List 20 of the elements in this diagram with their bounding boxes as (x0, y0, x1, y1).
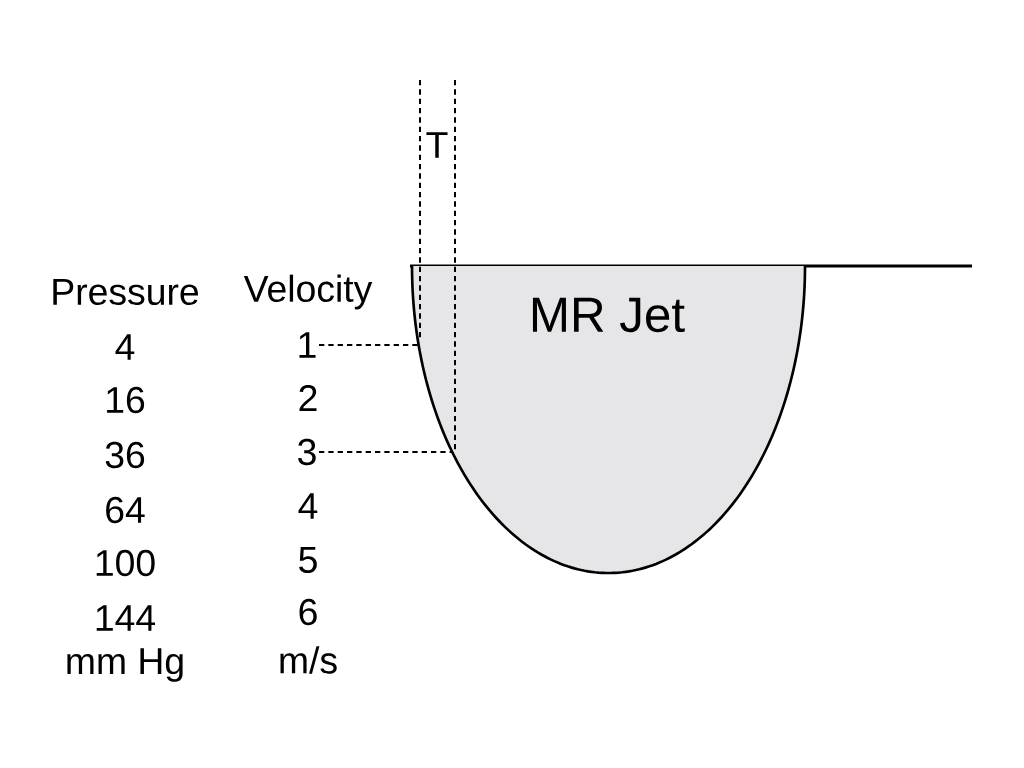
column-header: Velocity (242, 273, 374, 311)
value-label: 36 (102, 440, 148, 470)
value-label: 16 (102, 385, 148, 415)
leader-line (318, 451, 454, 453)
value-label: 144 (92, 603, 158, 633)
thickness-label: T (424, 130, 450, 160)
value-label: 64 (102, 495, 148, 525)
value-label: 4 (296, 491, 320, 521)
jet-region: MR Jet (410, 264, 807, 575)
value-label: 6 (296, 597, 320, 627)
value-label: 2 (296, 383, 320, 413)
unit-label: m/s (276, 644, 340, 676)
column-header: Pressure (49, 277, 202, 307)
leader-line (318, 344, 420, 346)
unit-label: mm Hg (63, 646, 187, 684)
value-label: 100 (92, 548, 158, 578)
value-label: 5 (296, 545, 320, 575)
velocity-value: 3 (298, 438, 316, 466)
value-label: 4 (113, 332, 137, 362)
velocity-value: 1 (299, 332, 316, 358)
